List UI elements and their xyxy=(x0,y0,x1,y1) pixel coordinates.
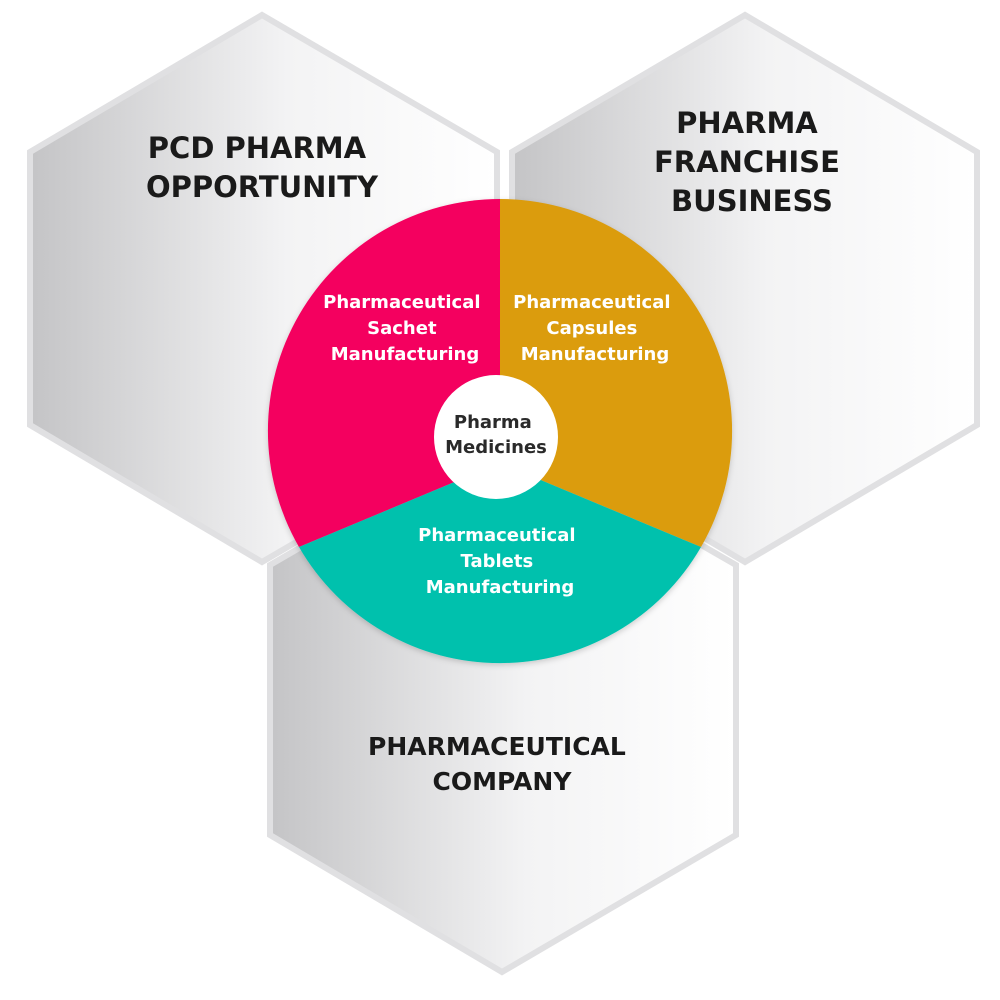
wheel-segment-capsules xyxy=(500,198,733,547)
segment-label-capsules: Pharmaceutical Capsules Manufacturing xyxy=(513,292,677,365)
hexagon-pcd-title: PCD PHARMA OPPORTUNITY xyxy=(146,131,379,204)
wheel-segment-tablets xyxy=(299,463,701,664)
segment-label-tablets-line: Manufacturing xyxy=(426,577,575,598)
segment-label-sachet-line: Sachet xyxy=(367,318,437,339)
hexagon-company-title: PHARMACEUTICAL COMPANY xyxy=(368,728,636,796)
hexagon-pcd-title-line: PCD PHARMA xyxy=(148,131,367,165)
hexagon-company-title-line: COMPANY xyxy=(433,767,573,796)
center-circle xyxy=(434,375,558,499)
hexagon-franchise-title-line: BUSINESS xyxy=(671,184,833,218)
center-label: Pharma Medicines xyxy=(445,412,547,458)
hexagon-pcd-title-line: OPPORTUNITY xyxy=(146,170,379,204)
center-label-line: Medicines xyxy=(445,437,547,458)
segment-label-tablets: Pharmaceutical Tablets Manufacturing xyxy=(418,525,582,598)
segment-label-capsules-line: Pharmaceutical xyxy=(513,292,670,313)
segment-label-capsules-line: Capsules xyxy=(546,318,637,339)
segment-label-tablets-line: Tablets xyxy=(461,551,534,572)
center-label-line: Pharma xyxy=(454,412,532,433)
segment-label-sachet-line: Manufacturing xyxy=(331,344,480,365)
hexagon-company-title-line: PHARMACEUTICAL xyxy=(368,732,626,761)
segment-label-sachet: Pharmaceutical Sachet Manufacturing xyxy=(323,292,487,365)
segment-label-sachet-line: Pharmaceutical xyxy=(323,292,480,313)
hexagon-franchise-title: PHARMA FRANCHISE BUSINESS xyxy=(654,106,850,218)
segment-label-capsules-line: Manufacturing xyxy=(521,344,670,365)
hexagon-franchise-title-line: FRANCHISE xyxy=(654,145,840,179)
hexagon-franchise-title-line: PHARMA xyxy=(676,106,818,140)
segment-label-tablets-line: Pharmaceutical xyxy=(418,525,575,546)
